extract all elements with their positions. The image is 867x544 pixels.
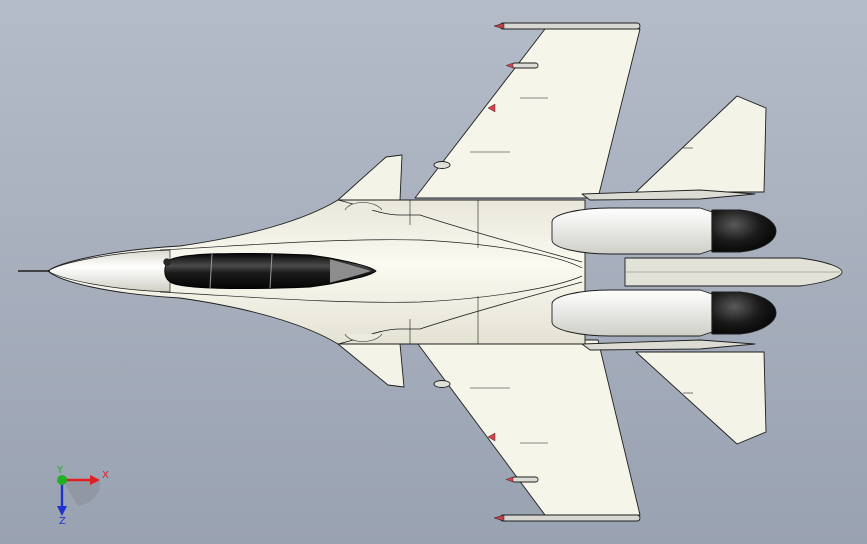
- missile-lower-2: [505, 476, 539, 483]
- nose-cone: [47, 249, 171, 293]
- nozzle-upper: [711, 209, 777, 253]
- fin-lower: [581, 339, 756, 351]
- z-axis-label: Z: [59, 516, 66, 527]
- y-axis-dot: [57, 475, 67, 485]
- x-axis-arrow: [90, 475, 100, 485]
- triad-shadow: [62, 480, 101, 506]
- sensor-ball: [163, 258, 171, 266]
- missile-upper-2: [505, 62, 539, 69]
- fin-upper: [581, 189, 756, 201]
- missile-lower-tip: [493, 514, 641, 522]
- x-axis-label: X: [102, 470, 109, 481]
- canopy: [164, 252, 377, 290]
- stabilizer-lower: [635, 351, 767, 445]
- canard-upper: [337, 154, 403, 201]
- z-axis-arrow: [57, 506, 67, 516]
- canard-lower: [337, 343, 405, 388]
- pod-lower: [433, 380, 451, 388]
- wing-lower: [414, 339, 641, 516]
- nacelle-lower: [551, 289, 713, 337]
- missile-upper-3: [487, 103, 496, 113]
- coordinate-triad: X Y Z: [56, 465, 109, 527]
- nacelle-upper: [551, 207, 713, 255]
- wing-upper: [414, 28, 641, 199]
- missile-upper-tip: [493, 22, 641, 30]
- pod-upper: [433, 161, 451, 169]
- nozzle-lower: [711, 291, 777, 335]
- y-axis-label: Y: [56, 465, 64, 476]
- stabilizer-upper: [635, 95, 767, 193]
- missile-lower-3: [487, 432, 496, 442]
